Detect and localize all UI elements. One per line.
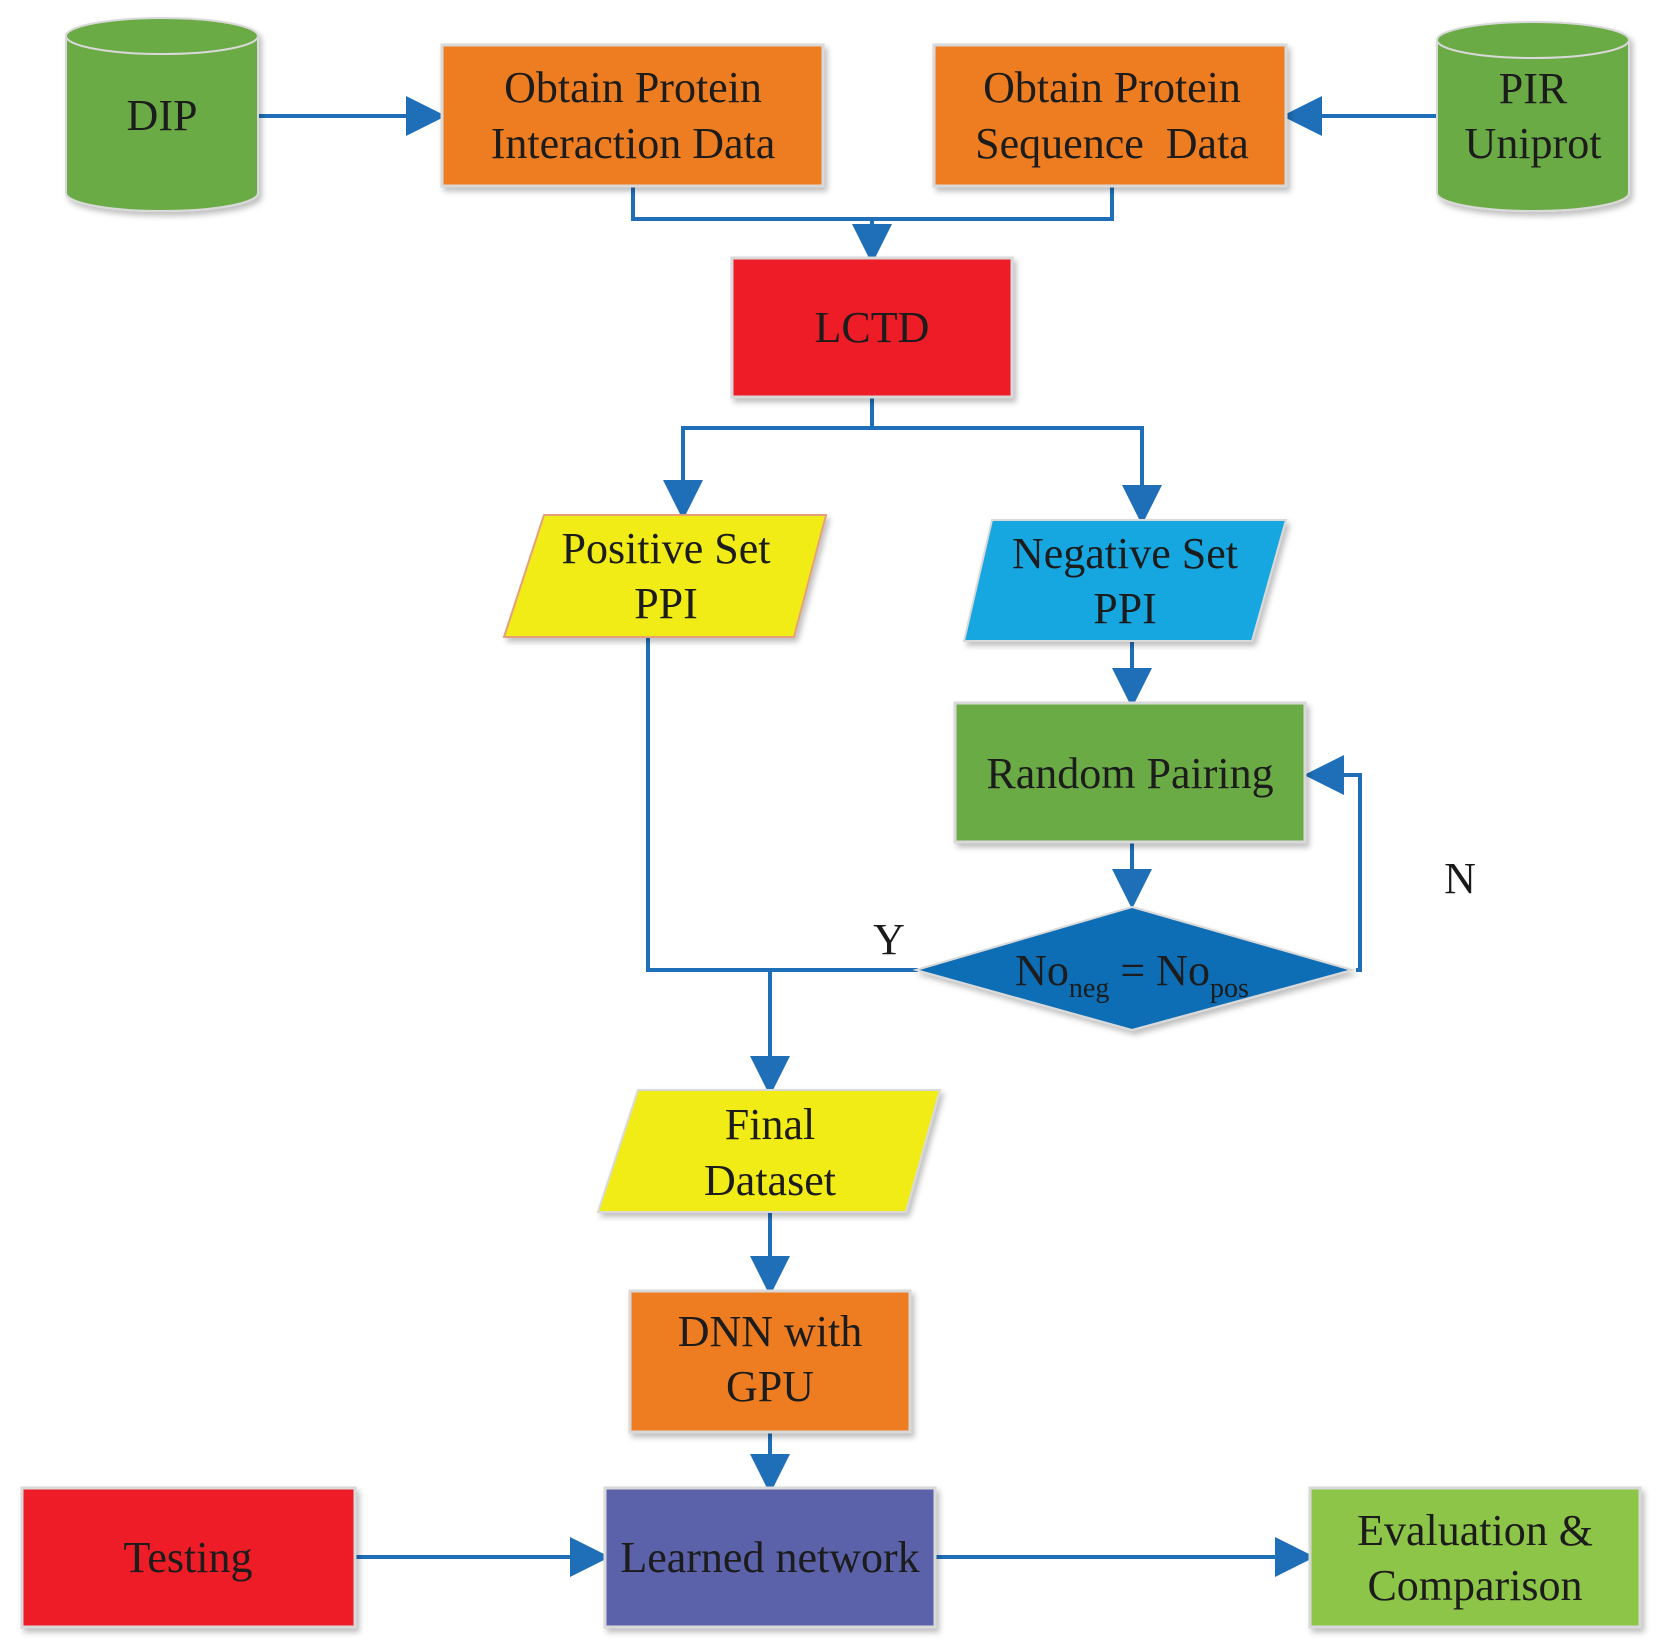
decision-diamond: [912, 905, 1356, 1032]
negative-set-shape: [962, 519, 1288, 642]
node-obtain-interaction-data: Obtain Protein Interaction Data: [440, 43, 825, 188]
obtain-sequence-line1: Obtain Protein: [983, 63, 1241, 112]
edge-interaction-to-lctd: [631, 186, 892, 264]
positive-set-line1: Positive Set: [561, 524, 770, 573]
pir-cylinder-top: [1436, 21, 1630, 59]
edge-decision-no-loop: [1304, 755, 1362, 972]
dip-label: DIP: [127, 91, 198, 140]
obtain-interaction-box: [440, 43, 825, 188]
node-obtain-sequence-data: Obtain Protein Sequence Data: [932, 43, 1288, 188]
pir-cylinder-body: [1436, 39, 1630, 212]
node-learned-network: Learned network: [603, 1486, 937, 1629]
pir-label-line1: PIR: [1499, 64, 1568, 113]
node-pir-uniprot-database: PIR Uniprot: [1436, 21, 1630, 212]
dip-cylinder-body: [65, 35, 259, 212]
learned-network-label: Learned network: [620, 1533, 919, 1582]
edge-label-yes: Y: [873, 915, 905, 964]
negative-set-line1: Negative Set: [1012, 529, 1238, 578]
obtain-interaction-line2: Interaction Data: [491, 119, 776, 168]
random-pairing-box: [953, 701, 1307, 844]
obtain-sequence-line2: Sequence Data: [975, 119, 1249, 168]
edge-lctd-to-negative: [872, 426, 1162, 525]
node-evaluation: Evaluation & Comparison: [1308, 1486, 1642, 1629]
positive-set-shape: [502, 514, 828, 638]
dnn-gpu-box: [628, 1289, 912, 1434]
decision-eq: =: [1109, 946, 1156, 995]
node-positive-set: Positive Set PPI: [502, 514, 828, 638]
evaluation-box: [1308, 1486, 1642, 1629]
edge-lctd-to-positive: [663, 397, 874, 520]
decision-sub1: neg: [1069, 973, 1109, 1004]
dip-cylinder-top: [65, 17, 259, 55]
decision-sub2: pos: [1210, 973, 1249, 1004]
pir-label-line2: Uniprot: [1465, 119, 1602, 168]
node-negative-set: Negative Set PPI: [962, 519, 1288, 642]
node-dip-database: DIP: [65, 17, 259, 212]
decision-base1: No: [1015, 946, 1069, 995]
final-dataset-shape: [596, 1089, 942, 1213]
random-pairing-label: Random Pairing: [986, 749, 1273, 798]
final-dataset-line2: Dataset: [704, 1156, 836, 1205]
testing-label: Testing: [124, 1533, 253, 1582]
edge-positive-to-join: [646, 637, 918, 972]
edge-label-no: N: [1444, 854, 1476, 903]
dnn-gpu-line2: GPU: [726, 1362, 814, 1411]
learned-network-box: [603, 1486, 937, 1629]
node-testing: Testing: [20, 1486, 357, 1629]
node-random-pairing: Random Pairing: [953, 701, 1307, 844]
lctd-box: [730, 256, 1014, 399]
decision-label: Noneg = Nopos: [1015, 946, 1249, 1004]
positive-set-line2: PPI: [634, 579, 698, 628]
dnn-gpu-line1: DNN with: [678, 1307, 863, 1356]
evaluation-line1: Evaluation &: [1357, 1506, 1593, 1555]
testing-box: [20, 1486, 357, 1629]
edge-sequence-to-lctd: [872, 186, 1114, 221]
final-dataset-line1: Final: [725, 1100, 815, 1149]
node-final-dataset: Final Dataset: [596, 1089, 942, 1213]
edges: [258, 96, 1437, 1577]
lctd-label: LCTD: [815, 303, 930, 352]
obtain-interaction-line1: Obtain Protein: [504, 63, 762, 112]
evaluation-line2: Comparison: [1367, 1561, 1582, 1610]
node-dnn-gpu: DNN with GPU: [628, 1289, 912, 1434]
node-decision: Noneg = Nopos: [912, 905, 1356, 1032]
negative-set-line2: PPI: [1093, 584, 1157, 633]
decision-base2: No: [1156, 946, 1210, 995]
node-lctd: LCTD: [730, 256, 1014, 399]
obtain-sequence-box: [932, 43, 1288, 188]
